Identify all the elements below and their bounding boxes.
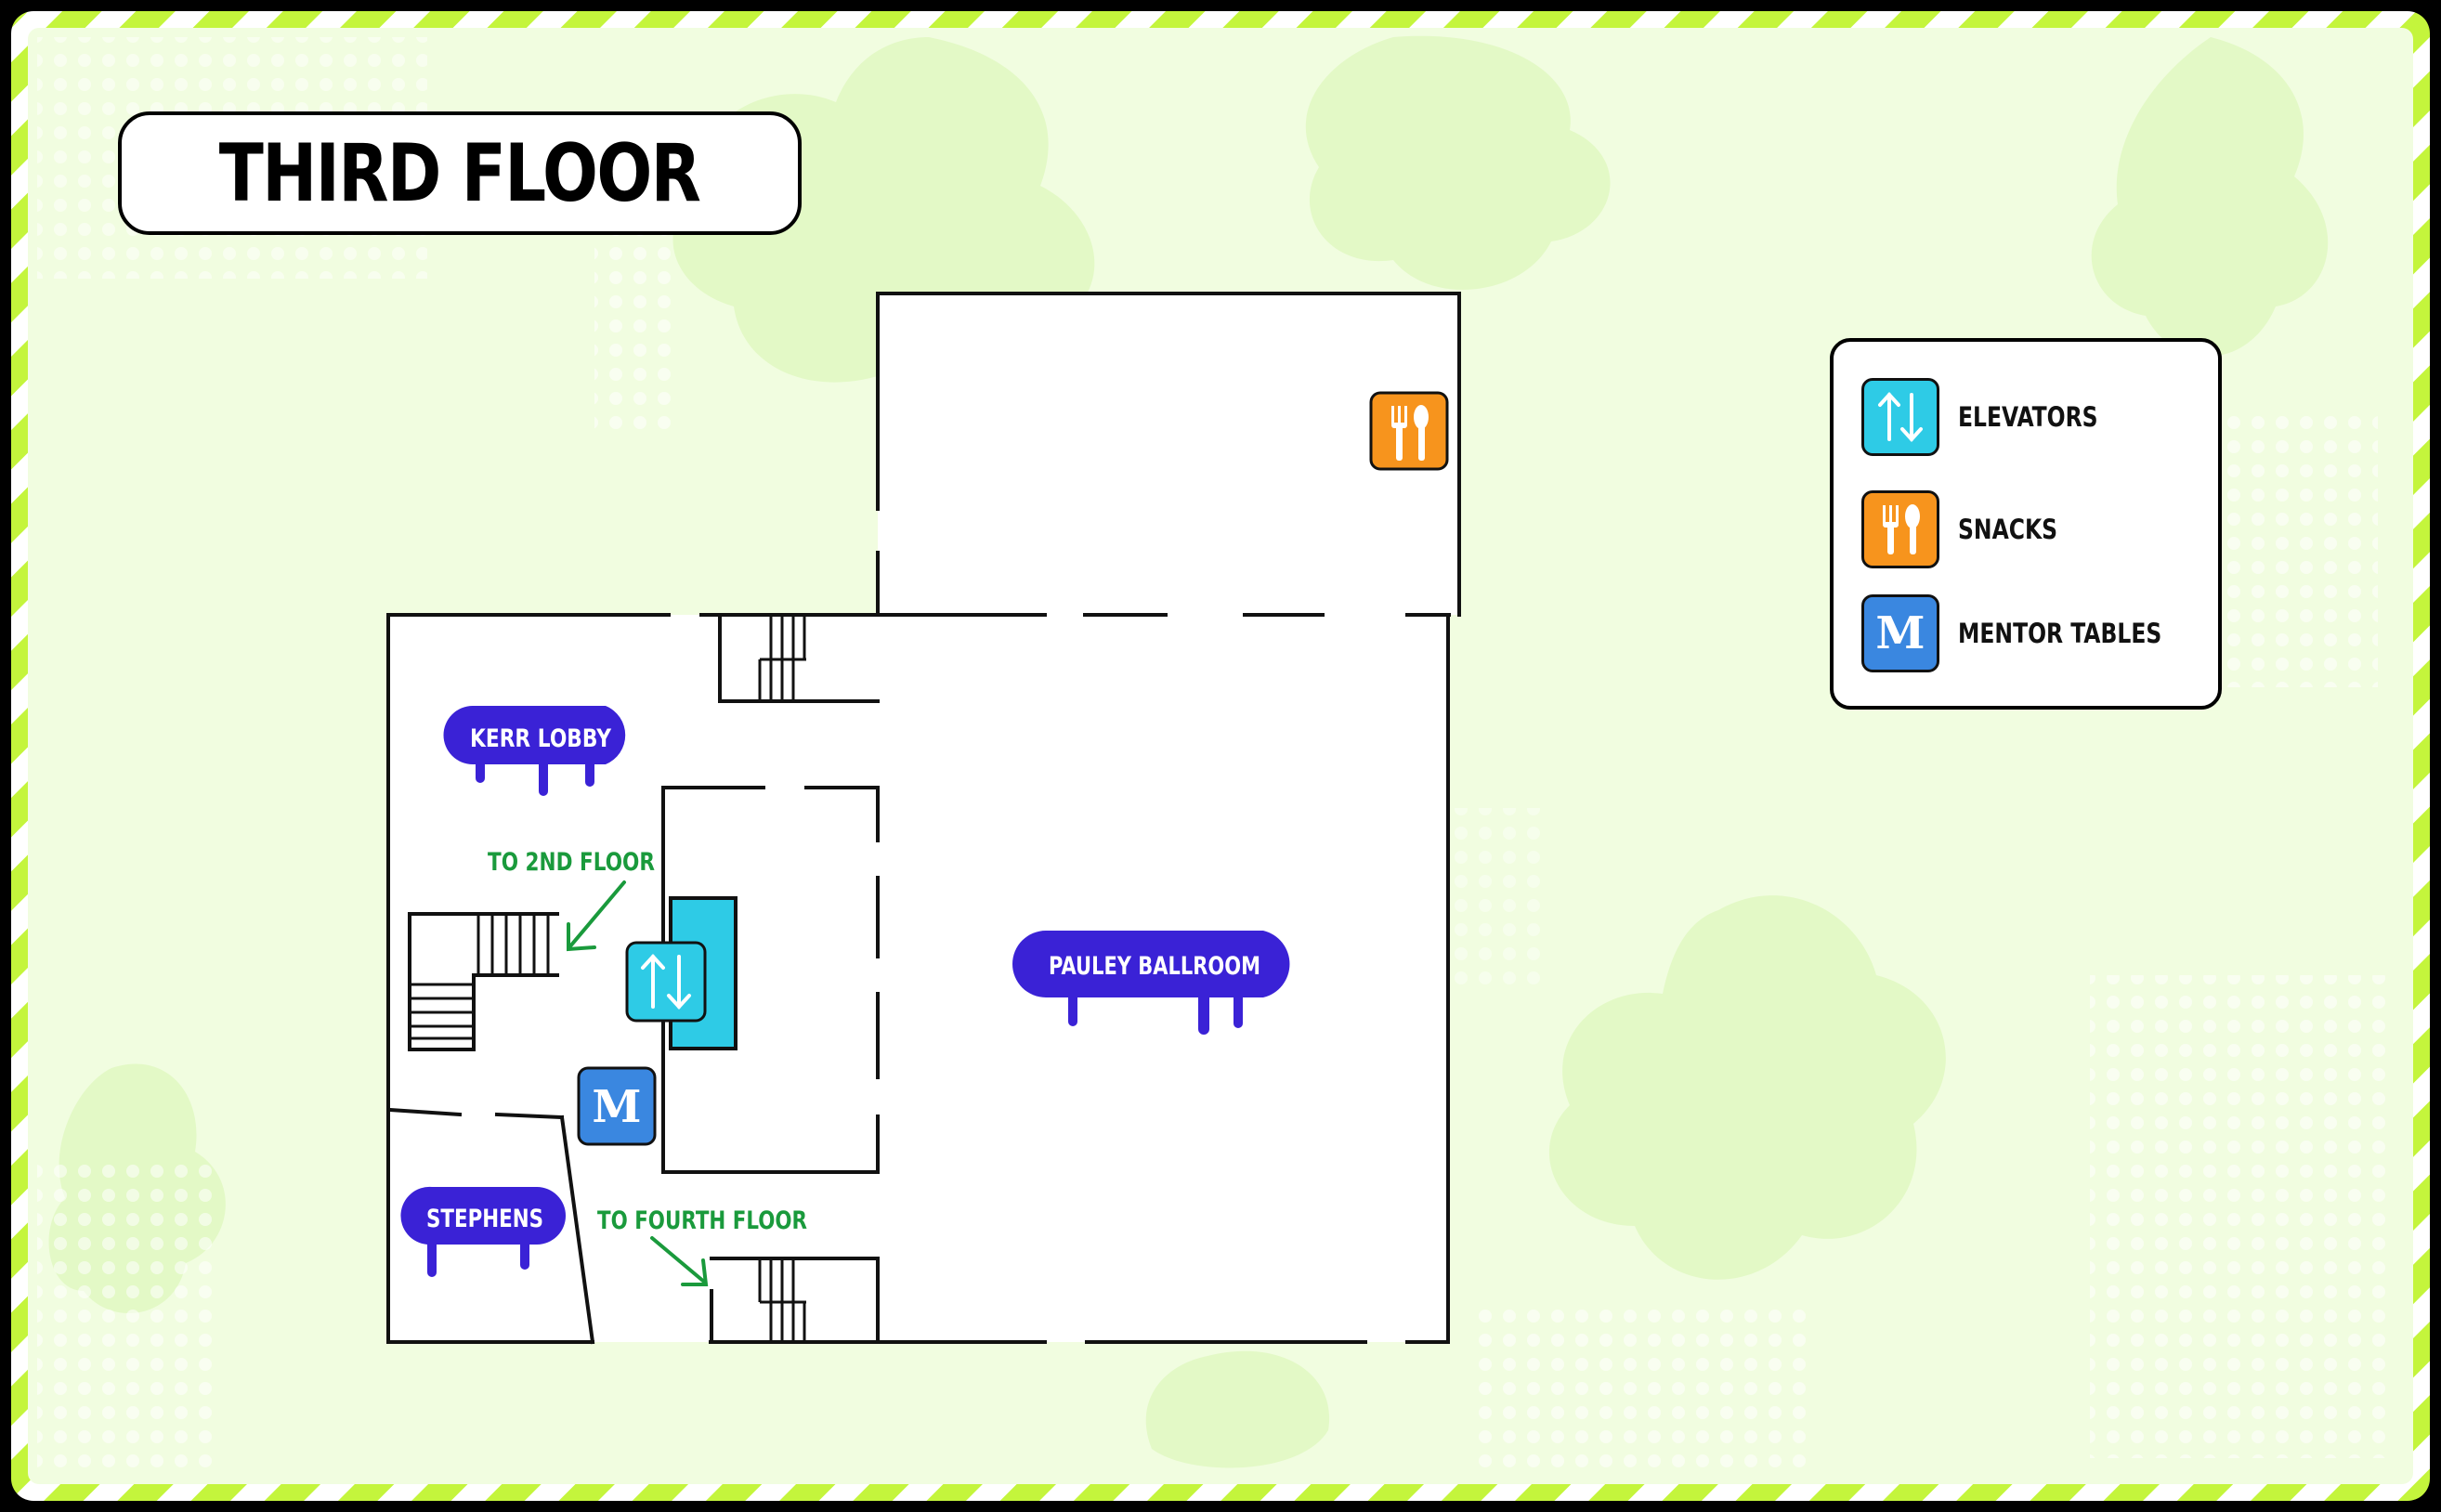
floor-title-box: THIRD FLOOR bbox=[118, 111, 802, 235]
room-label-stephens: STEPHENS bbox=[400, 1186, 566, 1277]
background-dot-decor bbox=[37, 37, 2387, 1467]
floor-title: THIRD FLOOR bbox=[219, 126, 701, 220]
to-fourth-floor-label: TO FOURTH FLOOR bbox=[597, 1206, 807, 1235]
elevator-marker[interactable] bbox=[625, 941, 707, 1023]
legend-item-mentor-tables: M MENTOR TABLES bbox=[1861, 594, 2185, 672]
stairs-bottom bbox=[758, 1258, 806, 1342]
pauley-ballroom-label: PAULEY BALLROOM bbox=[1049, 952, 1260, 981]
legend-item-elevators: ELEVATORS bbox=[1861, 378, 2113, 456]
stephens-label: STEPHENS bbox=[426, 1205, 543, 1233]
fork-spoon-icon bbox=[1391, 405, 1429, 461]
stairs-left bbox=[410, 914, 550, 1040]
arrow-to-2nd-floor bbox=[567, 880, 626, 952]
legend-item-snacks: SNACKS bbox=[1861, 490, 2069, 568]
legend-label-elevators: ELEVATORS bbox=[1958, 401, 2098, 433]
mentor-m-icon: M bbox=[592, 1081, 641, 1133]
room-label-pauley-ballroom: PAULEY BALLROOM bbox=[1012, 931, 1290, 1035]
arrow-to-fourth-floor bbox=[650, 1236, 709, 1286]
snacks-marker[interactable] bbox=[1369, 391, 1449, 471]
mentor-m-glyph: M bbox=[1875, 607, 1925, 659]
to-2nd-floor-label: TO 2ND FLOOR bbox=[488, 848, 655, 877]
elevator-icon bbox=[1861, 378, 1939, 456]
fork-spoon-icon bbox=[1861, 490, 1939, 568]
floor-plan-fill bbox=[388, 293, 1459, 1342]
elevator-icon bbox=[641, 954, 691, 1010]
legend-label-snacks: SNACKS bbox=[1958, 514, 2058, 545]
map-legend: ELEVATORS SNACKS M MENTOR TABLES bbox=[1830, 338, 2222, 710]
stairs-top bbox=[758, 615, 806, 701]
mentor-tables-marker[interactable]: M bbox=[577, 1066, 657, 1146]
mentor-m-icon: M bbox=[1861, 594, 1939, 672]
legend-label-mentor-tables: MENTOR TABLES bbox=[1958, 618, 2162, 649]
kerr-lobby-label: KERR LOBBY bbox=[470, 724, 611, 753]
room-label-kerr-lobby: KERR LOBBY bbox=[443, 706, 626, 796]
